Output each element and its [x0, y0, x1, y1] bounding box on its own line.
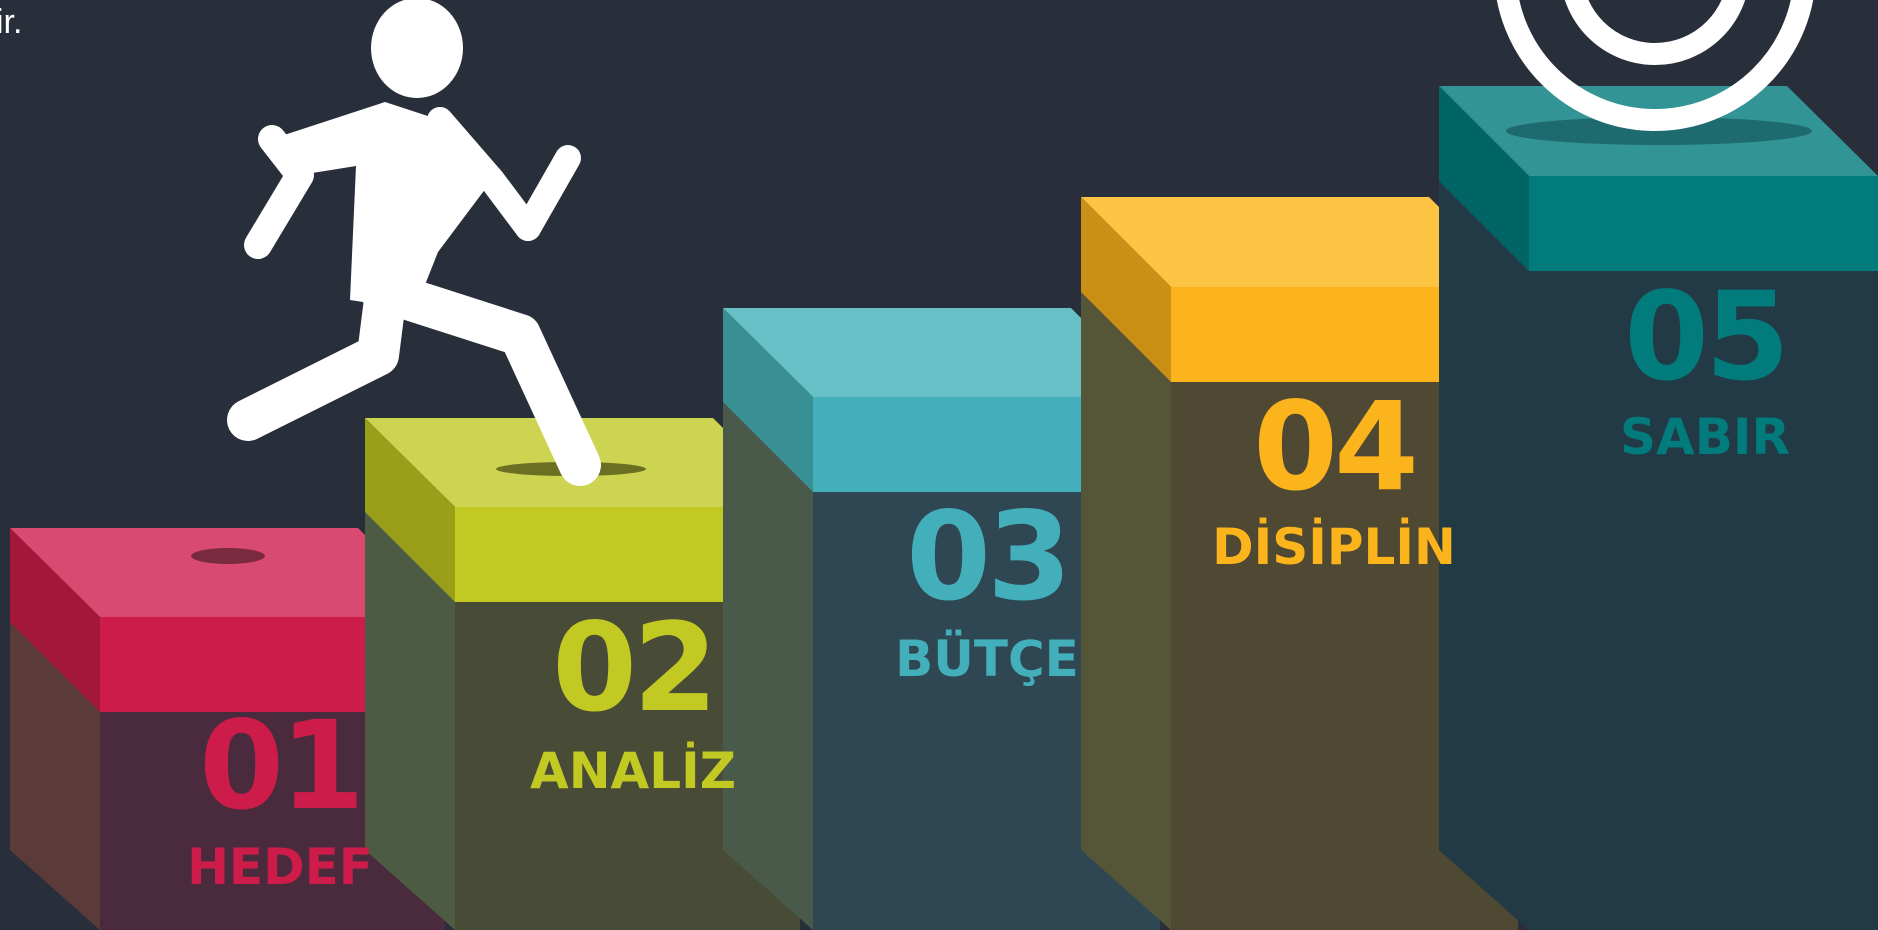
step-04-label: DİSİPLİN [1212, 518, 1456, 576]
step-02-side-face [365, 418, 455, 602]
step-02-number: 02 [552, 597, 718, 739]
step-01-top-face [10, 528, 447, 617]
step-03-side-face [723, 308, 813, 492]
step-05 [1439, 86, 1878, 930]
step-01-label: HEDEF [187, 838, 373, 896]
step-05-number: 05 [1624, 266, 1790, 408]
step-01-front-body [100, 712, 445, 930]
step-01-side-face [10, 528, 100, 712]
step-01-number: 01 [199, 695, 365, 837]
target-icon [1496, 0, 1814, 131]
step-05-front-face [1529, 176, 1878, 271]
step-05-label: SABIR [1620, 408, 1790, 466]
step-03-side-body [723, 402, 813, 930]
step-03-number: 03 [906, 486, 1072, 628]
step-05-side-face [1439, 86, 1529, 271]
step-03-top-face [723, 308, 1160, 397]
step-05-front-body [1529, 271, 1878, 930]
step-04-top-face [1081, 197, 1519, 287]
step-02 [365, 418, 802, 930]
step-04-side-body [1081, 292, 1171, 930]
step-05-side-body [1439, 181, 1529, 930]
step-02-front-body [455, 602, 800, 930]
step-03-front-body [813, 492, 1160, 930]
step-03-label: BÜTÇE [895, 630, 1079, 688]
step-01-side-body [10, 622, 100, 930]
step-02-side-body [365, 512, 455, 930]
step-04-side-face [1081, 197, 1171, 382]
step-03 [723, 308, 1160, 930]
step-04-front-body [1171, 382, 1518, 930]
step-02-label: ANALİZ [530, 742, 736, 800]
step-05-hole [1506, 117, 1812, 145]
corner-text-fragment: ir. [0, 3, 23, 41]
step-01-hole [191, 548, 265, 564]
running-person-icon [227, 0, 601, 486]
step-04-number: 04 [1253, 376, 1419, 518]
